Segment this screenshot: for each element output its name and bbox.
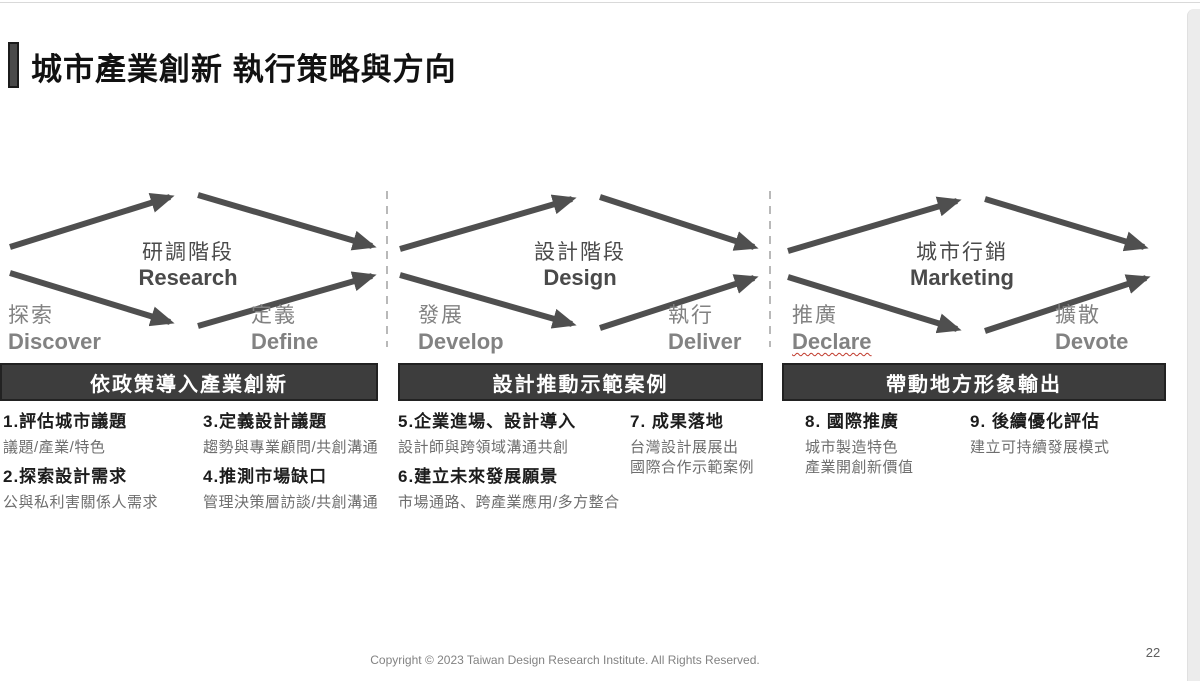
items-column-3: 5.企業進場、設計導入 設計師與跨領域溝通共創 6.建立未來發展願景 市場通路、… bbox=[398, 410, 620, 520]
item-title: 3.定義設計議題 bbox=[203, 412, 328, 431]
item-subtitle: 產業開創新價值 bbox=[805, 459, 914, 476]
stage-define: 定義 Define bbox=[251, 304, 319, 354]
item-title: 6.建立未來發展願景 bbox=[398, 467, 559, 486]
item-subtitle: 台灣設計展展出 bbox=[630, 439, 739, 456]
stage-declare: 推廣 Declare bbox=[792, 304, 872, 354]
items-column-5: 8. 國際推廣 城市製造特色 產業開創新價值 bbox=[805, 410, 914, 478]
item-title: 8. 國際推廣 bbox=[805, 412, 899, 431]
phase-research-label: 研調階段 Research bbox=[138, 241, 238, 290]
item-subtitle: 設計師與跨領域溝通共創 bbox=[398, 439, 569, 456]
item-subtitle: 市場通路、跨產業應用/多方整合 bbox=[398, 494, 620, 511]
item-title: 5.企業進場、設計導入 bbox=[398, 412, 577, 431]
item-title: 4.推測市場缺口 bbox=[203, 467, 328, 486]
items-column-6: 9. 後續優化評估 建立可持續發展模式 bbox=[970, 410, 1110, 458]
stage-deliver: 執行 Deliver bbox=[668, 304, 742, 354]
banner-local-image-output: 帶動地方形象輸出 bbox=[782, 363, 1166, 401]
item-title: 2.探索設計需求 bbox=[3, 467, 128, 486]
stage-discover: 探索 Discover bbox=[8, 304, 101, 354]
item-subtitle: 管理決策層訪談/共創溝通 bbox=[203, 494, 379, 511]
title-accent-bar bbox=[8, 42, 19, 88]
banner-design-demo-cases: 設計推動示範案例 bbox=[398, 363, 763, 401]
phase-marketing-label: 城市行銷 Marketing bbox=[910, 241, 1014, 290]
item-title: 9. 後續優化評估 bbox=[970, 412, 1100, 431]
item-subtitle: 建立可持續發展模式 bbox=[970, 439, 1110, 456]
items-column-1: 1.評估城市議題 議題/產業/特色 2.探索設計需求 公與私利害關係人需求 bbox=[3, 410, 158, 520]
stage-devote: 擴散 Devote bbox=[1055, 304, 1129, 354]
phase-design-label: 設計階段 Design bbox=[534, 241, 626, 290]
item-subtitle: 趨勢與專業顧問/共創溝通 bbox=[203, 439, 379, 456]
page-number: 22 bbox=[1145, 645, 1161, 660]
items-column-4: 7. 成果落地 台灣設計展展出 國際合作示範案例 bbox=[630, 410, 754, 478]
page-title: 城市產業創新 執行策略與方向 bbox=[31, 52, 457, 87]
banner-policy-innovation: 依政策導入產業創新 bbox=[0, 363, 378, 401]
item-subtitle: 城市製造特色 bbox=[805, 439, 899, 456]
slide-top-edge bbox=[0, 2, 1200, 3]
item-subtitle: 公與私利害關係人需求 bbox=[3, 494, 159, 511]
items-column-2: 3.定義設計議題 趨勢與專業顧問/共創溝通 4.推測市場缺口 管理決策層訪談/共… bbox=[203, 410, 378, 520]
item-title: 1.評估城市議題 bbox=[3, 412, 128, 431]
item-subtitle: 議題/產業/特色 bbox=[3, 439, 106, 456]
stage-develop: 發展 Develop bbox=[418, 304, 504, 354]
item-subtitle: 國際合作示範案例 bbox=[630, 459, 755, 476]
item-title: 7. 成果落地 bbox=[630, 412, 724, 431]
canvas-gutter bbox=[1187, 9, 1200, 681]
copyright-footer: Copyright © 2023 Taiwan Design Research … bbox=[370, 653, 760, 667]
